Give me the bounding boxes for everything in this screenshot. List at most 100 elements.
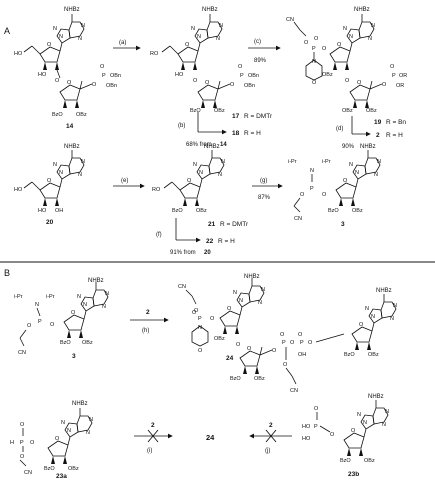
svg-text:90%: 90%: [342, 144, 355, 150]
svg-text:O: O: [50, 322, 55, 328]
svg-text:P: P: [20, 440, 24, 446]
svg-text:CN: CN: [178, 284, 186, 290]
svg-text:N: N: [35, 302, 39, 308]
svg-text:91% from: 91% from: [170, 250, 196, 256]
svg-text:20: 20: [46, 219, 54, 226]
step-e-arrow: (e): [113, 178, 145, 189]
svg-text:87%: 87%: [258, 195, 271, 201]
svg-text:2: 2: [269, 422, 273, 429]
svg-text:(f): (f): [156, 232, 162, 238]
svg-text:BzO: BzO: [230, 376, 241, 382]
svg-text:(b): (b): [178, 123, 185, 129]
svg-text:i-Pr: i-Pr: [14, 294, 23, 300]
svg-text:(j): (j): [265, 448, 270, 454]
svg-text:BzO: BzO: [60, 340, 71, 346]
svg-text:OBz: OBz: [342, 108, 353, 114]
svg-text:P: P: [314, 424, 318, 430]
svg-text:(d): (d): [336, 126, 343, 132]
compound-23a: O H P O O CN NHBz BzO OBz 23a: [10, 401, 94, 480]
svg-text:68% from: 68% from: [186, 142, 212, 148]
svg-text:18: 18: [232, 130, 240, 137]
svg-text:R = Bn: R = Bn: [386, 119, 406, 126]
svg-text:NHBz: NHBz: [368, 394, 384, 400]
svg-text:NHBz: NHBz: [204, 144, 220, 150]
step-g-arrow: (g) 87%: [252, 178, 283, 201]
compound-21: NHBz RO BzO OBz 21 R = DMTr: [152, 144, 249, 228]
svg-text:CN: CN: [18, 350, 26, 356]
svg-text:P: P: [312, 46, 316, 52]
svg-text:BzO: BzO: [328, 208, 339, 214]
svg-text:HO: HO: [38, 72, 47, 78]
svg-text:BzO: BzO: [172, 208, 183, 214]
svg-text:CN: CN: [290, 388, 298, 394]
svg-text:RO: RO: [152, 187, 161, 193]
svg-text:3: 3: [72, 353, 76, 360]
svg-text:O: O: [300, 192, 305, 198]
svg-text:O: O: [345, 78, 350, 84]
svg-text:O: O: [312, 80, 317, 86]
svg-text:20: 20: [204, 250, 211, 256]
svg-text:HO: HO: [302, 424, 311, 430]
svg-text:HO: HO: [175, 72, 184, 78]
svg-text:R = DMTr: R = DMTr: [220, 221, 249, 228]
compound-20: NHBz HO HO OH 20: [14, 144, 86, 226]
svg-text:BzO: BzO: [52, 112, 63, 118]
svg-text:O: O: [280, 332, 285, 338]
svg-text:P: P: [300, 340, 304, 346]
svg-text:(c): (c): [254, 39, 261, 45]
svg-text:OBn: OBn: [106, 83, 117, 89]
svg-text:O: O: [314, 406, 319, 412]
svg-text:NHBz: NHBz: [88, 278, 104, 284]
step-b-arrow: (b) 18 R = H 68% from 14: [178, 112, 261, 148]
step-i-arrow: 2 (i): [134, 422, 173, 454]
svg-text:O: O: [308, 340, 313, 346]
svg-text:O: O: [27, 323, 32, 329]
svg-text:i-Pr: i-Pr: [288, 159, 297, 165]
svg-text:HO: HO: [14, 187, 23, 193]
step-j-arrow: 2 (j): [249, 422, 292, 454]
svg-text:14: 14: [220, 142, 227, 148]
svg-text:OR: OR: [399, 73, 407, 79]
compound-3-b: i-Pr i-Pr N P O O CN NHBz BzO OBz 3: [14, 278, 110, 360]
svg-text:P: P: [240, 73, 244, 79]
svg-text:O: O: [304, 40, 309, 46]
svg-text:P: P: [198, 316, 202, 322]
svg-text:OBz: OBz: [322, 72, 333, 78]
svg-text:CN: CN: [24, 470, 32, 476]
svg-text:O: O: [92, 82, 97, 88]
svg-text:3: 3: [341, 221, 345, 228]
svg-text:O: O: [298, 332, 303, 338]
svg-text:17: 17: [232, 113, 240, 120]
svg-text:O: O: [290, 340, 295, 346]
svg-text:OBz: OBz: [254, 376, 265, 382]
svg-text:OBn: OBn: [248, 73, 259, 79]
panel-a-label: A: [4, 26, 10, 36]
svg-text:O: O: [210, 316, 215, 322]
svg-text:O: O: [382, 82, 387, 88]
svg-text:23b: 23b: [348, 471, 359, 478]
svg-text:N: N: [312, 59, 316, 65]
svg-text:(h): (h): [142, 328, 149, 334]
svg-text:2: 2: [151, 422, 155, 429]
step-c-arrow: (c) 89%: [248, 39, 281, 64]
svg-text:O: O: [322, 46, 327, 52]
svg-text:BzO: BzO: [44, 466, 55, 472]
svg-text:NHBz: NHBz: [354, 7, 370, 13]
compound-3-a: i-Pr i-Pr N P O O CN NHBz BzO OBz 3: [288, 144, 382, 228]
svg-text:HO: HO: [38, 208, 47, 214]
product-24-label: 24: [206, 433, 215, 442]
svg-text:OBz: OBz: [214, 108, 225, 114]
svg-text:O: O: [55, 78, 60, 84]
svg-text:OBz: OBz: [214, 336, 225, 342]
svg-text:NHBz: NHBz: [202, 7, 218, 13]
svg-text:OR: OR: [396, 83, 404, 89]
svg-text:NHBz: NHBz: [376, 288, 392, 294]
svg-text:P: P: [282, 340, 286, 346]
svg-text:2: 2: [376, 132, 380, 139]
svg-text:BzO: BzO: [340, 458, 351, 464]
svg-text:P: P: [392, 73, 396, 79]
svg-text:RO: RO: [150, 51, 159, 57]
svg-text:OBz: OBz: [76, 112, 87, 118]
svg-text:(e): (e): [121, 178, 128, 184]
